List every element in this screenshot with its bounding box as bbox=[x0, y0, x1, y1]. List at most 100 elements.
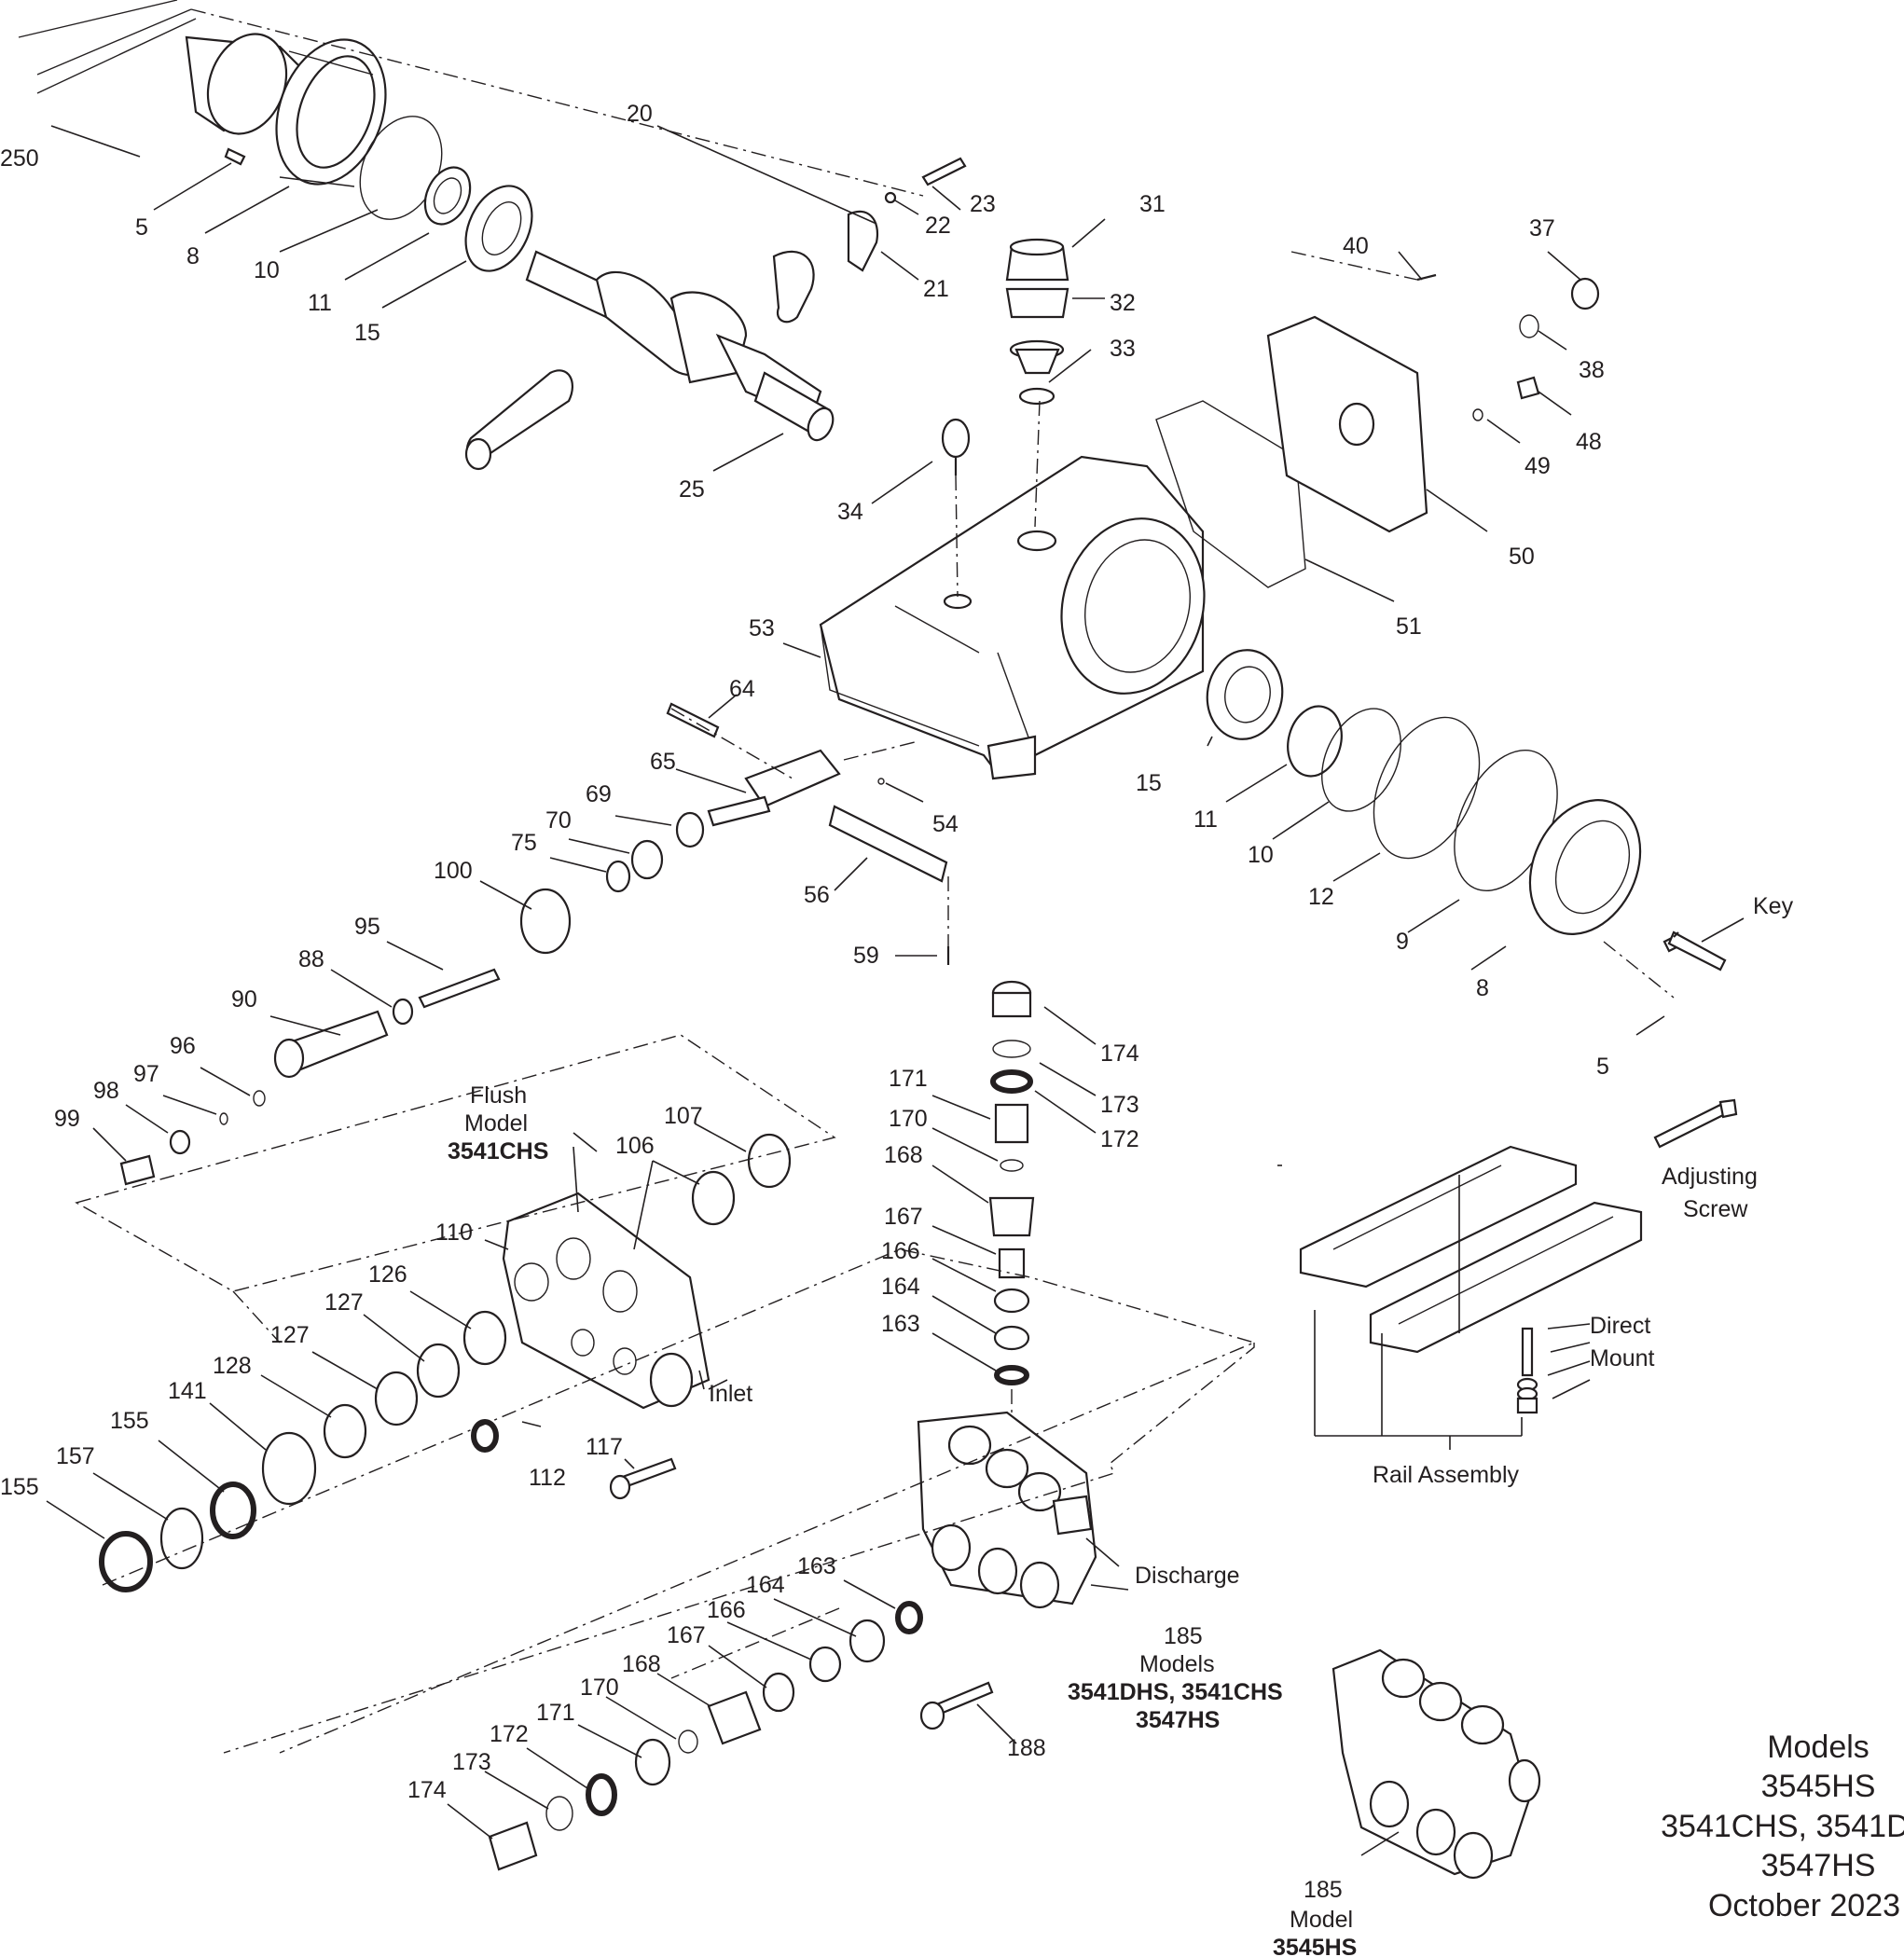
callout-64: 64 bbox=[729, 676, 755, 702]
callout-163-bottom: 163 bbox=[797, 1553, 836, 1579]
manifold-3545hs bbox=[1331, 1648, 1541, 1880]
callout-163-top: 163 bbox=[881, 1311, 920, 1337]
callout-20: 20 bbox=[627, 101, 653, 127]
callout-25: 25 bbox=[679, 476, 705, 503]
callout-155-b: 155 bbox=[0, 1474, 39, 1500]
models-185-list-1: 3541DHS, 3541CHS bbox=[1068, 1679, 1283, 1705]
callout-99: 99 bbox=[54, 1106, 80, 1132]
callout-90: 90 bbox=[231, 986, 257, 1013]
callout-10-right: 10 bbox=[1248, 842, 1274, 868]
models-185-list-2: 3547HS bbox=[1136, 1707, 1220, 1733]
callout-38: 38 bbox=[1579, 357, 1605, 383]
callout-32: 32 bbox=[1110, 290, 1136, 316]
callout-40: 40 bbox=[1343, 233, 1369, 259]
callout-labels: 250 5 8 10 11 15 20 23 22 21 25 31 32 33… bbox=[0, 101, 1794, 1957]
title-model-3541: 3541CHS, 3541DHS bbox=[1661, 1809, 1904, 1844]
callout-167-top: 167 bbox=[884, 1204, 923, 1230]
callout-21: 21 bbox=[923, 276, 949, 302]
callout-48: 48 bbox=[1576, 429, 1602, 455]
callout-166-bottom: 166 bbox=[707, 1597, 746, 1623]
callout-9: 9 bbox=[1396, 929, 1409, 955]
rail-assembly bbox=[1299, 1098, 1738, 1414]
callout-key: Key bbox=[1753, 893, 1794, 919]
callout-10-top: 10 bbox=[254, 257, 280, 283]
title-models: Models bbox=[1767, 1730, 1870, 1765]
callout-171-top: 171 bbox=[889, 1066, 928, 1092]
callout-34: 34 bbox=[837, 499, 863, 525]
callout-50: 50 bbox=[1509, 544, 1535, 570]
callout-166-top: 166 bbox=[881, 1238, 920, 1264]
manifold-110 bbox=[502, 1192, 711, 1410]
direct-mount-line2: Mount bbox=[1590, 1345, 1655, 1371]
callout-112: 112 bbox=[529, 1465, 566, 1491]
part-drawings bbox=[18, 0, 1738, 1880]
callout-12: 12 bbox=[1308, 884, 1334, 910]
callout-59: 59 bbox=[853, 943, 879, 969]
callout-69: 69 bbox=[586, 781, 612, 807]
callout-141: 141 bbox=[168, 1378, 207, 1404]
callout-170-bottom: 170 bbox=[580, 1674, 619, 1701]
callout-168-bottom: 168 bbox=[622, 1651, 661, 1677]
leader-lines bbox=[46, 125, 1745, 1856]
callout-100: 100 bbox=[434, 858, 473, 884]
callout-31: 31 bbox=[1139, 191, 1166, 217]
oil-cap-assembly bbox=[1005, 238, 1069, 406]
callout-11-right: 11 bbox=[1193, 806, 1218, 833]
callout-106: 106 bbox=[615, 1133, 655, 1159]
callout-127-b: 127 bbox=[270, 1322, 310, 1348]
flush-label-line2: Model bbox=[464, 1110, 528, 1137]
callout-170-top: 170 bbox=[889, 1106, 928, 1132]
callout-inlet: Inlet bbox=[709, 1381, 752, 1407]
callout-155-a: 155 bbox=[110, 1408, 149, 1434]
callout-128: 128 bbox=[213, 1353, 252, 1379]
callout-167-bottom: 167 bbox=[667, 1622, 706, 1648]
model-185-3545hs: 3545HS bbox=[1273, 1935, 1357, 1957]
callout-65: 65 bbox=[650, 749, 676, 775]
model-185-label: Model bbox=[1290, 1907, 1353, 1933]
models-185-label: Models bbox=[1139, 1651, 1215, 1677]
callout-164-top: 164 bbox=[881, 1274, 920, 1300]
callout-164-bottom: 164 bbox=[746, 1572, 785, 1598]
callout-173-bottom: 173 bbox=[452, 1749, 491, 1775]
crankshaft bbox=[525, 250, 835, 442]
callout-51: 51 bbox=[1396, 613, 1422, 640]
rail-assembly-label: Rail Assembly bbox=[1373, 1462, 1519, 1488]
callout-174-top: 174 bbox=[1100, 1041, 1139, 1067]
callout-173-top: 173 bbox=[1100, 1092, 1139, 1118]
callout-185-top: 185 bbox=[1164, 1623, 1203, 1649]
callout-172-top: 172 bbox=[1100, 1126, 1139, 1152]
callout-8-right: 8 bbox=[1476, 975, 1489, 1001]
callout-95: 95 bbox=[354, 914, 380, 940]
callout-171-bottom: 171 bbox=[536, 1700, 575, 1726]
direct-mount-line1: Direct bbox=[1590, 1313, 1650, 1339]
callout-8-top: 8 bbox=[186, 243, 200, 269]
callout-97: 97 bbox=[133, 1061, 159, 1087]
callout-75: 75 bbox=[511, 830, 537, 856]
title-date: October 2023 bbox=[1708, 1888, 1900, 1923]
callout-15-right: 15 bbox=[1136, 770, 1162, 796]
callout-54: 54 bbox=[932, 811, 959, 837]
title-block: Models 3545HS 3541CHS, 3541DHS 3547HS Oc… bbox=[1661, 1730, 1904, 1923]
callout-168-top: 168 bbox=[884, 1142, 923, 1168]
callout-discharge: Discharge bbox=[1135, 1563, 1240, 1589]
callout-107: 107 bbox=[664, 1103, 703, 1129]
flush-label-line1: Flush bbox=[470, 1082, 527, 1109]
flush-label-model: 3541CHS bbox=[448, 1138, 548, 1165]
callout-53: 53 bbox=[749, 615, 775, 641]
title-model-3545hs: 3545HS bbox=[1761, 1769, 1876, 1804]
callout-5-top: 5 bbox=[135, 214, 148, 241]
center-lines bbox=[75, 8, 1675, 1754]
title-model-3547hs: 3547HS bbox=[1761, 1848, 1876, 1883]
callout-185-bottom: 185 bbox=[1304, 1877, 1343, 1903]
callout-33: 33 bbox=[1110, 336, 1136, 362]
callout-126: 126 bbox=[368, 1261, 407, 1288]
callout-5-right: 5 bbox=[1596, 1054, 1609, 1080]
adjusting-screw-line1: Adjusting bbox=[1662, 1164, 1758, 1190]
callout-174-bottom: 174 bbox=[407, 1777, 447, 1803]
callout-172-bottom: 172 bbox=[490, 1721, 529, 1747]
callout-127-a: 127 bbox=[324, 1289, 364, 1316]
callout-88: 88 bbox=[298, 946, 324, 972]
callout-70: 70 bbox=[545, 807, 572, 834]
bearing-cover-top-left bbox=[185, 33, 387, 187]
callout-157: 157 bbox=[56, 1443, 95, 1469]
